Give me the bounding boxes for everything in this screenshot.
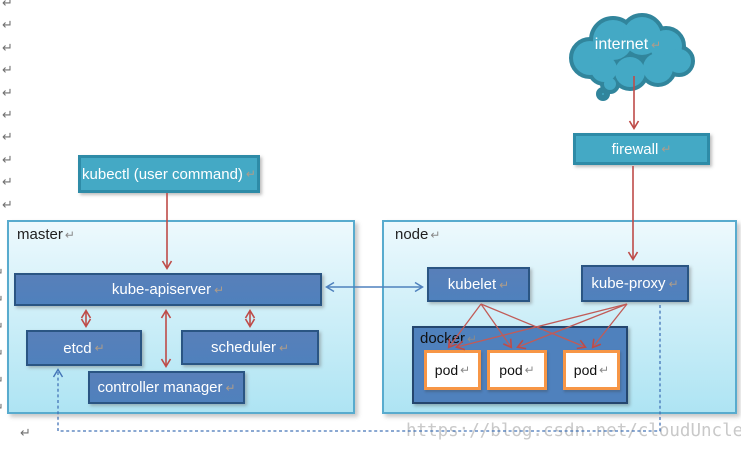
return-mark-icon: ↵: [661, 142, 672, 156]
controller-manager-label: controller manager: [97, 379, 223, 396]
return-mark-icon: ↵: [467, 332, 478, 346]
return-mark-icon: ↵: [20, 425, 31, 440]
scheduler-box[interactable]: scheduler↵: [181, 330, 319, 365]
return-mark-icon: ↵: [214, 282, 225, 297]
return-mark-icon: ↵: [524, 363, 535, 377]
docker-label: docker↵: [420, 330, 478, 347]
return-mark-icon: ↵: [2, 0, 13, 10]
pod-box-3[interactable]: pod↵: [563, 350, 620, 390]
pod-box-2[interactable]: pod↵: [487, 350, 547, 390]
kube-proxy-box[interactable]: kube-proxy↵: [581, 265, 689, 302]
return-mark-icon: ↵: [2, 174, 13, 190]
cloud-icon: [569, 13, 695, 101]
return-mark-icon: ↵: [651, 38, 662, 52]
firewall-label: firewall: [611, 140, 659, 158]
kube-apiserver-label: kube-apiserver: [111, 281, 212, 298]
return-mark-icon: ↵: [2, 39, 13, 55]
return-mark-icon: ↵: [2, 151, 13, 167]
firewall-box[interactable]: firewall↵: [573, 133, 710, 165]
return-mark-icon: ↵: [245, 167, 256, 181]
pod-label: pod: [573, 362, 598, 378]
return-mark-icon: ↵: [0, 266, 4, 293]
paragraph-marks-column-clipped: ↵ ↵ ↵ ↵ ↵ ↵: [0, 266, 4, 428]
return-mark-icon: ↵: [225, 380, 236, 395]
return-mark-icon: ↵: [64, 228, 75, 242]
watermark-text: https://blog.csdn.net/cloudUncle: [406, 421, 741, 441]
return-mark-icon: ↵: [2, 84, 13, 100]
return-mark-icon: ↵: [0, 320, 4, 347]
pod-label: pod: [434, 362, 459, 378]
internet-label: internet↵: [594, 36, 662, 53]
return-mark-icon: ↵: [0, 293, 4, 320]
kubelet-label: kubelet: [447, 276, 497, 293]
return-mark-icon: ↵: [0, 374, 4, 401]
return-mark-icon: ↵: [499, 277, 510, 292]
etcd-box[interactable]: etcd↵: [26, 330, 142, 366]
pod-label: pod: [499, 362, 523, 378]
scheduler-label: scheduler: [210, 339, 276, 356]
controller-manager-box[interactable]: controller manager↵: [88, 371, 245, 404]
internet-cloud[interactable]: internet↵: [558, 6, 710, 106]
return-mark-icon: ↵: [2, 17, 13, 33]
return-mark-icon: ↵: [430, 228, 441, 242]
kube-proxy-label: kube-proxy: [591, 275, 666, 292]
return-mark-icon: ↵: [278, 340, 290, 355]
kubelet-box[interactable]: kubelet↵: [427, 267, 530, 302]
return-mark-icon: ↵: [94, 341, 105, 355]
return-mark-icon: ↵: [2, 196, 13, 212]
pod-box-1[interactable]: pod↵: [424, 350, 481, 390]
return-mark-icon: ↵: [2, 106, 13, 122]
return-mark-icon: ↵: [0, 347, 4, 374]
kubectl-label: kubectl (user command): [82, 165, 243, 183]
return-mark-icon: ↵: [668, 276, 679, 291]
paragraph-marks-column: ↵ ↵ ↵ ↵ ↵ ↵ ↵ ↵ ↵ ↵: [2, 0, 13, 220]
return-mark-icon: ↵: [0, 401, 4, 428]
etcd-label: etcd: [63, 339, 92, 357]
return-mark-icon: ↵: [460, 363, 471, 377]
return-mark-icon: ↵: [2, 62, 13, 78]
return-mark-icon: ↵: [2, 129, 13, 145]
node-label: node↵: [395, 226, 441, 243]
return-mark-icon: ↵: [599, 363, 610, 377]
master-label: master↵: [17, 226, 75, 243]
kubectl-box[interactable]: kubectl (user command)↵: [78, 155, 260, 193]
kube-apiserver-box[interactable]: kube-apiserver↵: [14, 273, 322, 306]
